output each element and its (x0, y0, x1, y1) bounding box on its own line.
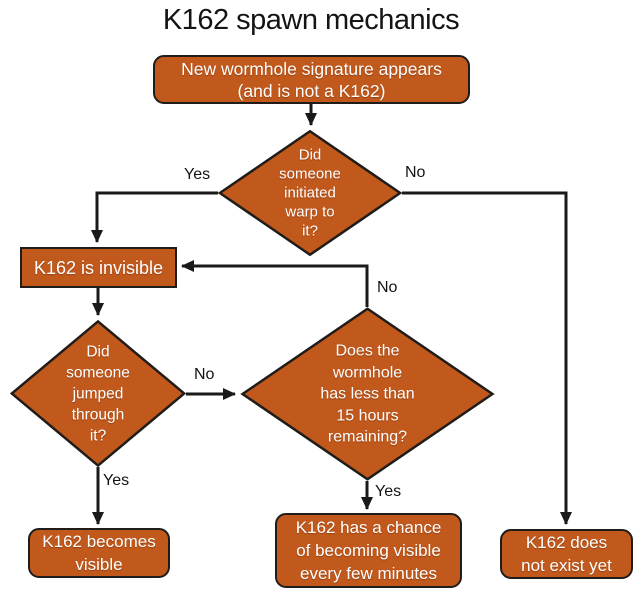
decision-jumped-through: Did someone jumped through it? (10, 320, 186, 467)
node-new-signature-label: New wormhole signature appears (and is n… (181, 58, 442, 101)
decision-hours-remaining-label: Does the wormhole has less than 15 hours… (320, 342, 415, 446)
decision-initiated-warp: Did someone initiated warp to it? (218, 130, 402, 256)
node-new-signature: New wormhole signature appears (and is n… (153, 55, 470, 104)
node-k162-invisible: K162 is invisible (20, 247, 177, 288)
diamond-shape (240, 307, 495, 481)
node-not-exist: K162 does not exist yet (500, 529, 633, 579)
node-chance-visible-label: K162 has a chance of becoming visible ev… (295, 518, 442, 583)
edge-label-jump-no: No (194, 366, 215, 383)
edge-hours-no-return (181, 260, 369, 307)
page-title: K162 spawn mechanics (162, 4, 460, 36)
edge-label-hours-no: No (377, 279, 398, 296)
node-not-exist-label: K162 does not exist yet (521, 533, 612, 575)
node-becomes-visible-label: K162 becomes visible (42, 532, 156, 574)
edge-label-warp-yes: Yes (184, 166, 211, 183)
diamond-shape (10, 320, 186, 467)
node-becomes-visible: K162 becomes visible (28, 528, 170, 578)
diamond-shape (218, 130, 402, 256)
decision-hours-remaining: Does the wormhole has less than 15 hours… (240, 307, 495, 481)
decision-initiated-warp-label: Did someone initiated warp to it? (279, 146, 341, 240)
edge-warp-yes (91, 191, 218, 243)
edge-warp-no (402, 191, 572, 525)
node-k162-invisible-label: K162 is invisible (33, 257, 164, 278)
node-chance-visible: K162 has a chance of becoming visible ev… (275, 513, 462, 588)
edge-label-jump-yes: Yes (103, 472, 130, 489)
decision-jumped-through-label: Did someone jumped through it? (66, 343, 130, 444)
edge-label-warp-no: No (405, 164, 426, 181)
edge-label-hours-yes: Yes (375, 483, 402, 500)
